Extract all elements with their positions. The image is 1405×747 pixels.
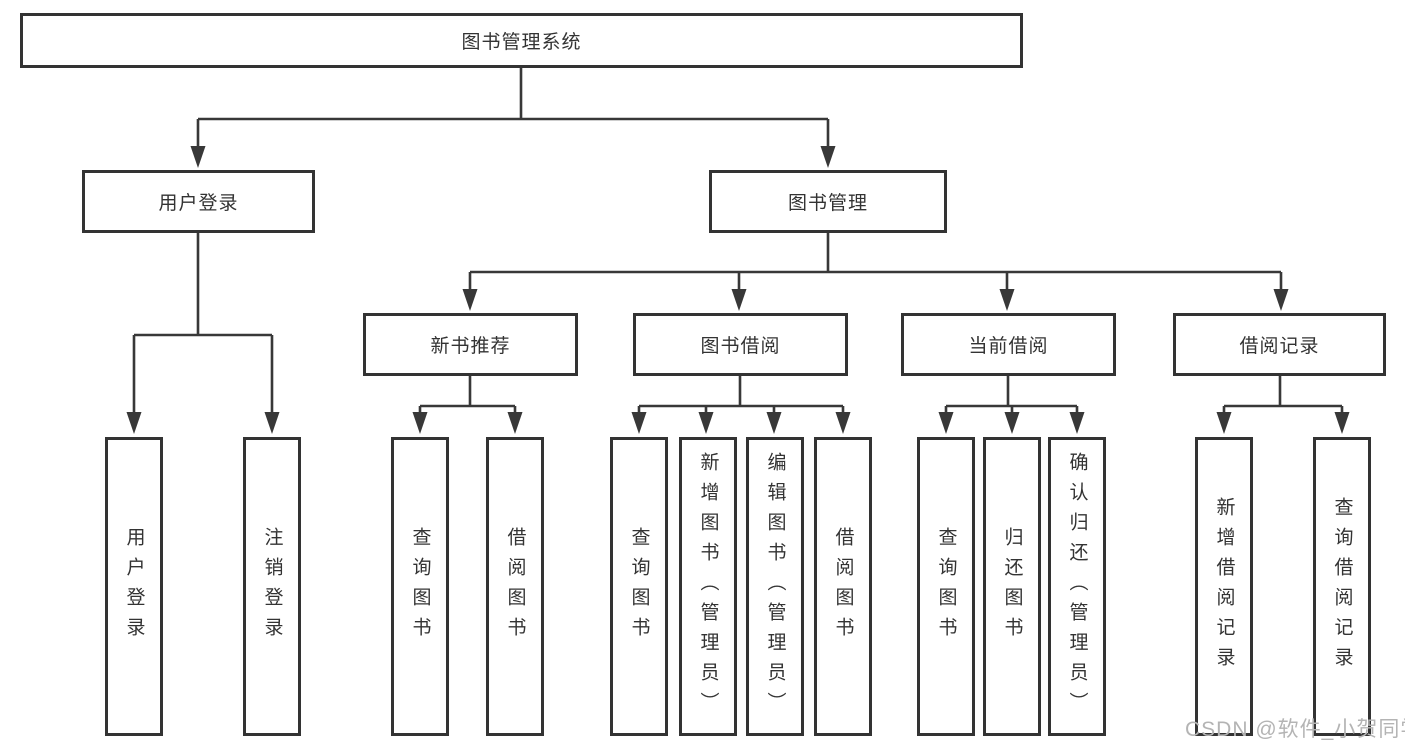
node-label: 新书推荐	[430, 336, 511, 357]
node-label: 当前借阅	[968, 336, 1049, 357]
leaf-recommend-query-books: 查询图书	[391, 437, 449, 736]
node-book-management: 图书管理	[709, 170, 947, 233]
leaf-current-query-books: 查询图书	[917, 437, 975, 736]
node-label: 图书管理系统	[461, 32, 582, 53]
node-label: 新增图书（管理员）	[697, 451, 719, 722]
node-label: 注销登录	[261, 526, 283, 647]
leaf-user-login: 用户登录	[105, 437, 163, 736]
node-label: 借阅记录	[1239, 336, 1320, 357]
node-label: 用户登录	[123, 526, 145, 647]
node-label: 归还图书	[1001, 526, 1023, 647]
leaf-records-query-record: 查询借阅记录	[1313, 437, 1371, 736]
node-library-management-system: 图书管理系统	[20, 13, 1023, 68]
leaf-borrowing-add-books-admin: 新增图书（管理员）	[679, 437, 737, 736]
node-label: 用户登录	[158, 193, 239, 214]
node-label: 确认归还（管理员）	[1066, 451, 1088, 722]
csdn-watermark: CSDN @软件_小贺同学	[1185, 718, 1405, 741]
node-label: 图书管理	[787, 193, 868, 214]
leaf-borrowing-edit-books-admin: 编辑图书（管理员）	[746, 437, 804, 736]
node-label: 新增借阅记录	[1213, 496, 1235, 677]
leaf-recommend-borrow-books: 借阅图书	[486, 437, 544, 736]
node-label: 编辑图书（管理员）	[764, 451, 786, 722]
node-label: 查询图书	[628, 526, 650, 647]
node-label: 借阅图书	[832, 526, 854, 647]
node-borrowing-records: 借阅记录	[1173, 313, 1386, 376]
node-label: 借阅图书	[504, 526, 526, 647]
node-user-login: 用户登录	[82, 170, 315, 233]
node-new-book-recommendation: 新书推荐	[363, 313, 578, 376]
leaf-records-add-record: 新增借阅记录	[1195, 437, 1253, 736]
node-label: 查询借阅记录	[1331, 496, 1353, 677]
leaf-current-return-books: 归还图书	[983, 437, 1041, 736]
node-label: 查询图书	[409, 526, 431, 647]
leaf-current-confirm-return-admin: 确认归还（管理员）	[1048, 437, 1106, 736]
leaf-borrowing-borrow-books: 借阅图书	[814, 437, 872, 736]
node-book-borrowing: 图书借阅	[633, 313, 848, 376]
node-label: 图书借阅	[700, 336, 781, 357]
arrowheads	[126, 146, 1350, 434]
leaf-logout: 注销登录	[243, 437, 301, 736]
leaf-borrowing-query-books: 查询图书	[610, 437, 668, 736]
node-label: 查询图书	[935, 526, 957, 647]
node-current-borrowing: 当前借阅	[901, 313, 1116, 376]
